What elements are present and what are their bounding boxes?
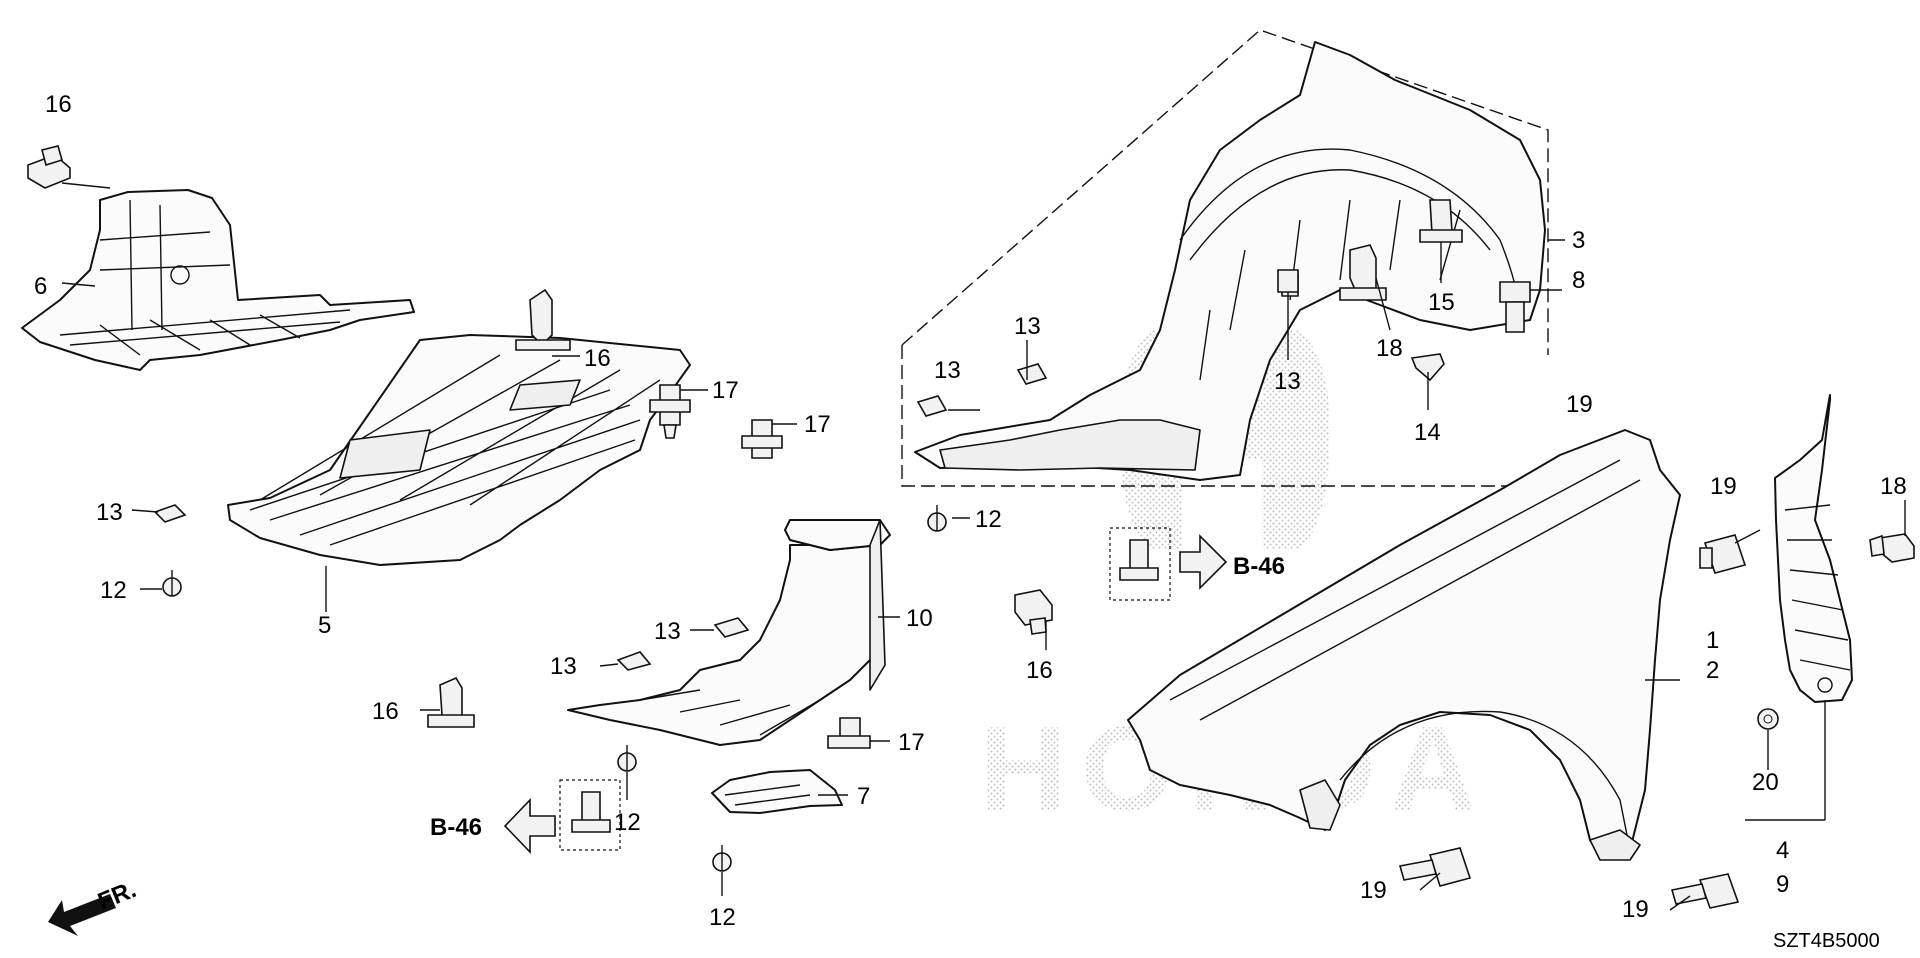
- screw-12-c-icon: [617, 745, 637, 772]
- b46-right-arrow-icon: [1179, 534, 1228, 590]
- callout-16-top-left[interactable]: 16: [45, 91, 72, 118]
- front-marker-text: FR.: [94, 876, 140, 916]
- callout-13-c[interactable]: 13: [550, 653, 577, 680]
- callout-19-bottom-left[interactable]: 19: [1360, 877, 1387, 904]
- callout-2[interactable]: 2: [1706, 657, 1719, 684]
- clip-18-b-icon: [1869, 533, 1915, 563]
- nut-13-d-icon: [1016, 363, 1048, 385]
- bolt-19-bottom-left-icon: [1398, 847, 1472, 887]
- callout-13-f[interactable]: 13: [1274, 368, 1301, 395]
- nut-13-c-icon: [616, 651, 652, 671]
- callout-6[interactable]: 6: [34, 273, 47, 300]
- callout-9[interactable]: 9: [1776, 871, 1789, 898]
- callout-12-d[interactable]: 12: [709, 904, 736, 931]
- screw-12-b-icon: [927, 505, 947, 532]
- screw-12-d-icon: [712, 845, 732, 872]
- callout-20[interactable]: 20: [1752, 769, 1779, 796]
- callout-18-b[interactable]: 18: [1880, 473, 1907, 500]
- callout-7[interactable]: 7: [857, 783, 870, 810]
- nut-13-b-icon: [713, 617, 750, 638]
- clip-in-b46-left-icon: [559, 779, 621, 851]
- callout-1[interactable]: 1: [1706, 627, 1719, 654]
- part-10-splash-shield-side: [567, 519, 891, 746]
- callout-13-e[interactable]: 13: [934, 357, 961, 384]
- callout-16-d[interactable]: 16: [372, 698, 399, 725]
- callout-12-c[interactable]: 12: [614, 809, 641, 836]
- bolt-19-right-icon: [1699, 534, 1747, 574]
- callout-18-a[interactable]: 18: [1376, 335, 1403, 362]
- part-1-2-front-fender: [1127, 429, 1681, 861]
- callout-17-b[interactable]: 17: [804, 411, 831, 438]
- clip-17-c-icon: [827, 717, 871, 749]
- diagram-code: SZT4B5000: [1773, 930, 1880, 952]
- callout-19-bottom-right[interactable]: 19: [1622, 896, 1649, 923]
- clip-17-b-icon: [741, 419, 783, 459]
- callout-5[interactable]: 5: [318, 612, 331, 639]
- part-6-front-splash-shield: [21, 189, 415, 371]
- ref-b46-right[interactable]: B-46: [1233, 553, 1285, 580]
- clip-16-c-icon: [1014, 589, 1053, 635]
- screw-12-left-icon: [162, 570, 182, 597]
- callout-12-b[interactable]: 12: [975, 506, 1002, 533]
- callout-14[interactable]: 14: [1414, 419, 1441, 446]
- callout-13-d[interactable]: 13: [1014, 313, 1041, 340]
- callout-16-mid[interactable]: 16: [584, 345, 611, 372]
- callout-10[interactable]: 10: [906, 605, 933, 632]
- callout-4[interactable]: 4: [1776, 837, 1789, 864]
- callout-13-b[interactable]: 13: [654, 618, 681, 645]
- part-4-9-fender-bracket: [1774, 394, 1853, 703]
- nut-13-e-icon: [916, 395, 948, 417]
- leader-lines: [61, 182, 1906, 911]
- clip-18-a-icon: [1339, 244, 1387, 301]
- washer-20-icon: [1757, 708, 1779, 730]
- nut-13-f-icon: [1277, 269, 1299, 293]
- callout-12-left[interactable]: 12: [100, 577, 127, 604]
- bolt-19-bottom-right-icon: [1670, 873, 1740, 909]
- callout-19-right[interactable]: 19: [1710, 473, 1737, 500]
- part-7-bracket-cover: [711, 769, 843, 814]
- callout-17-c[interactable]: 17: [898, 729, 925, 756]
- callout-15[interactable]: 15: [1428, 289, 1455, 316]
- b46-left-arrow-icon: [503, 798, 556, 854]
- callout-3[interactable]: 3: [1572, 227, 1585, 254]
- clip-16-mid-icon: [515, 288, 571, 351]
- clip-16-d-icon: [427, 676, 475, 728]
- callout-13-left[interactable]: 13: [96, 499, 123, 526]
- bolt-19-top-icon: [1499, 281, 1531, 333]
- callout-19-top[interactable]: 19: [1566, 391, 1593, 418]
- clip-16-top-left-icon: [27, 145, 71, 189]
- front-direction-arrow-icon: [48, 894, 116, 936]
- callout-17-a[interactable]: 17: [712, 377, 739, 404]
- nut-13-left-icon: [153, 504, 187, 523]
- clip-17-a-icon: [649, 384, 691, 439]
- clip-15-icon: [1419, 199, 1463, 243]
- callout-16-c[interactable]: 16: [1026, 657, 1053, 684]
- callout-8[interactable]: 8: [1572, 267, 1585, 294]
- part-3-8-front-fender-liner: [914, 41, 1546, 481]
- clip-in-b46-right-icon: [1109, 527, 1171, 601]
- ref-b46-left[interactable]: B-46: [430, 814, 482, 841]
- part-5-engine-under-cover: [227, 334, 691, 566]
- clip-14-icon: [1410, 353, 1445, 382]
